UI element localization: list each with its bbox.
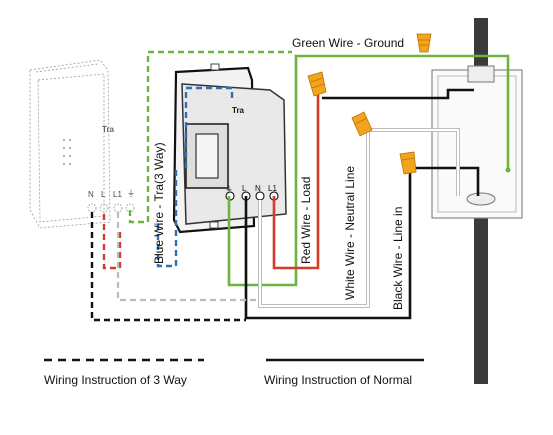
three-way-terminal-screws: [87, 203, 135, 213]
green-dashed-wire: [128, 50, 292, 224]
ground-terminal: [505, 167, 511, 173]
terminal-l1-label: L1: [268, 184, 277, 193]
black-load-wire: [322, 88, 474, 100]
black-wire-label: Black Wire - Line in: [391, 206, 405, 310]
white-dashed-wire: [116, 212, 260, 302]
black-line-wire: [244, 166, 480, 320]
smart-switch: [172, 63, 287, 234]
white-wire-label: White Wire - Neutral Line: [343, 165, 357, 300]
three-way-terminal-n-label: N: [88, 190, 94, 199]
white-neutral-wire: [259, 129, 459, 307]
three-way-terminal-l1-label: L1: [113, 190, 122, 199]
terminal-ground-label: ⏚: [225, 185, 233, 194]
terminal-n-label: N: [255, 184, 261, 193]
green-wire-label: Green Wire - Ground: [292, 36, 405, 50]
legend-normal-label: Wiring Instruction of Normal: [264, 373, 413, 387]
tra-terminal-label-3way: Tra: [102, 125, 115, 134]
three-way-terminal-l-label: L: [101, 190, 106, 199]
wire-nut-neutral: [351, 111, 373, 137]
three-way-terminal-ground-label: ⏚: [127, 189, 135, 198]
three-way-vent-holes: [63, 139, 71, 165]
wire-nut-ground: [416, 33, 432, 53]
blue-dashed-wire: [156, 86, 234, 268]
blue-wire-label: Blue Wire - Tra(3 Way): [152, 142, 166, 264]
red-wire-label: Red Wire - Load: [299, 176, 313, 264]
wire-nut-line: [399, 151, 417, 175]
red-dashed-wire: [102, 214, 122, 270]
three-way-switch-outline: [29, 59, 111, 229]
legend-three-way-label: Wiring Instruction of 3 Way: [44, 373, 187, 387]
wire-nut-load: [307, 71, 327, 97]
green-ground-wire: [227, 54, 510, 287]
white-neutral-wire-outline: [258, 128, 460, 308]
black-dashed-wire: [90, 212, 246, 322]
terminal-l-label: L: [242, 184, 247, 193]
tra-terminal-label: Tra: [232, 106, 245, 115]
